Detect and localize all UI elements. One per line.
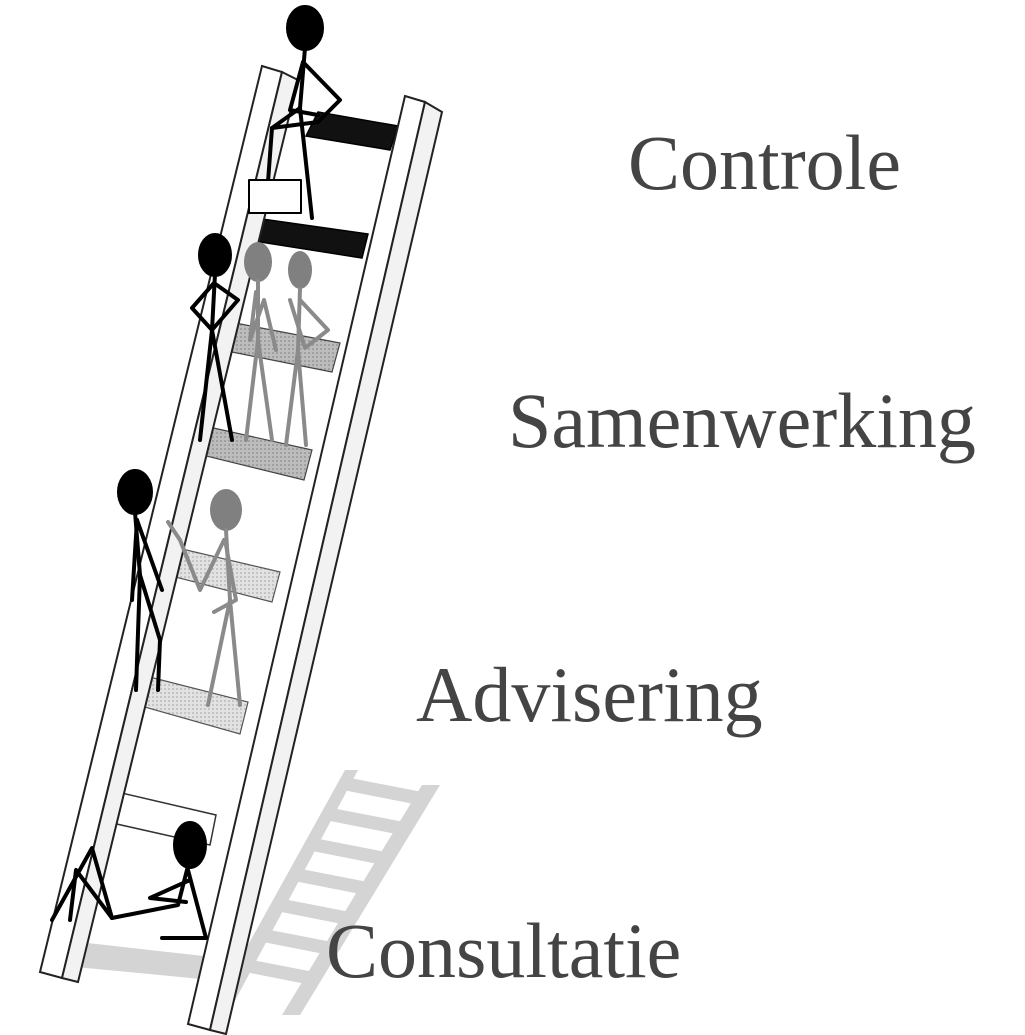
shadow-rung-8 [55,940,240,982]
figure-arms [288,298,330,350]
rung-third [221,321,341,373]
shadow-rung-3 [307,838,386,864]
figure-leg [138,573,162,692]
level-label-consultatie: Consultatie [326,907,682,994]
figure-samenwerking-dark [190,233,240,442]
figure-samenwerking-grey-1 [244,242,278,442]
rung-top [304,111,399,151]
shadow-rung-2 [325,808,404,834]
figure-arms [248,290,278,352]
figure-leg [256,338,274,442]
figure-arms [130,518,139,602]
shadow-rung-5 [271,898,350,924]
level-label-advisering: Advisering [416,651,763,738]
figure-arms [166,520,226,592]
figure-arm-2 [288,60,320,117]
figure-leg [210,328,234,442]
figure-torso [110,864,190,920]
figure-arm-2 [212,543,238,614]
rail-right-side [208,100,444,1035]
shadow-rung-4 [289,868,368,894]
figure-head [173,821,207,869]
figure-head [288,251,312,289]
figure-leg [50,846,114,922]
figure-leg-2 [68,868,114,922]
level-label-samenwerking: Samenwerking [508,377,976,464]
figure-advisering-dark [117,469,164,692]
figure-consultatie [50,821,208,940]
shadow-rung-1 [343,778,422,804]
shadow-rung-7 [235,958,314,984]
figure-leg [228,598,242,707]
figure-arm-2 [160,868,208,940]
ladder-shadow [55,770,440,1015]
figure-leg [296,348,308,447]
shadow-rail-left [212,770,358,1010]
figure-samenwerking-grey-2 [284,251,330,447]
box [248,179,302,214]
figure-arm [270,60,342,130]
figure-arms [148,878,192,904]
ladder-rails [38,64,444,1035]
shadow-rail-right [282,785,440,1015]
figure-head [286,5,324,51]
figure-advisering-grey [166,489,242,707]
level-label-controle: Controle [628,119,901,206]
figure-arm-2 [135,518,164,592]
figure-leg [266,106,302,184]
figure-head [117,469,153,515]
figure-head [210,489,242,531]
figure-head [244,242,272,282]
figure-controle [248,5,342,220]
figure-head [198,233,232,277]
shadow-rung-6 [253,928,332,954]
